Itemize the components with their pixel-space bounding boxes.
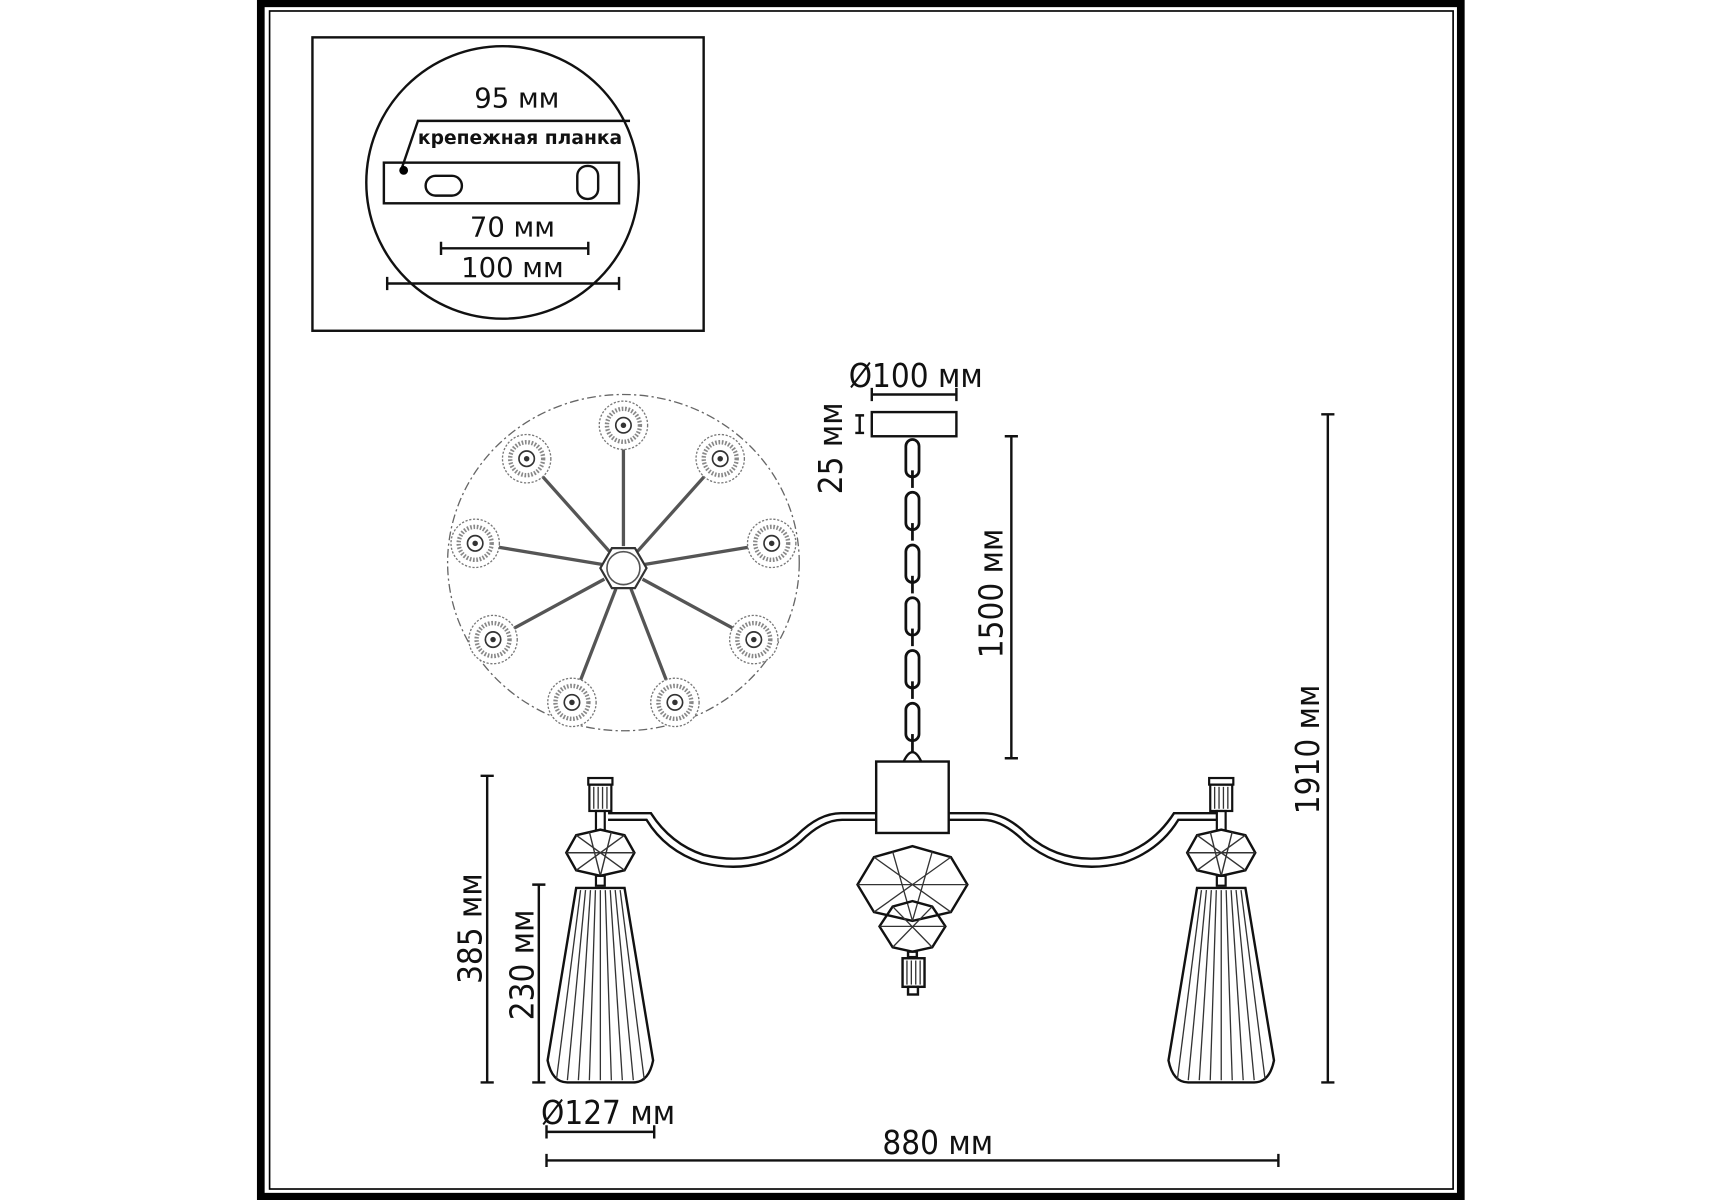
lamp-height-label: 385 мм xyxy=(451,873,490,984)
top-view-lamp xyxy=(746,518,797,569)
canopy xyxy=(870,410,958,438)
chain xyxy=(904,438,921,752)
arm-right xyxy=(948,811,1217,860)
top-view-lamp xyxy=(450,518,501,569)
bracket-slot-right xyxy=(576,164,600,201)
shade-diameter-label: Ø127 мм xyxy=(541,1093,675,1132)
bracket-slot-left xyxy=(424,174,464,197)
lamp-right xyxy=(1167,776,1276,1084)
mounting-bracket xyxy=(382,161,621,205)
top-view-lamp xyxy=(650,677,700,728)
bracket-label: крепежная планка xyxy=(418,128,622,149)
arm-left xyxy=(608,811,877,860)
chain-length-label: 1500 мм xyxy=(972,529,1011,659)
leader-dot xyxy=(399,165,409,175)
canopy-height-label: 25 мм xyxy=(811,402,850,494)
total-width-label: 880 мм xyxy=(882,1123,993,1162)
mounting-inset: 95 мм крепежная планка 70 мм 100 мм xyxy=(311,36,705,332)
total-height-label: 1910 мм xyxy=(1288,685,1327,815)
top-view-lamp xyxy=(598,400,649,451)
bracket-length-label: 95 мм xyxy=(474,84,559,115)
shade-height-label: 230 мм xyxy=(502,909,541,1020)
side-view: Ø100 мм 25 мм 1500 мм 1910 мм xyxy=(451,356,1335,1168)
canopy-diameter-inset-label: 100 мм xyxy=(461,253,564,284)
top-view xyxy=(446,393,800,732)
central-body xyxy=(874,760,950,835)
top-view-lamp xyxy=(501,433,552,484)
top-view-lamp xyxy=(695,433,746,484)
top-view-lamp xyxy=(468,614,518,665)
leader-line xyxy=(400,119,631,170)
inner-frame xyxy=(268,10,1454,1190)
outer-frame xyxy=(256,0,1465,1200)
lamp-left xyxy=(546,776,655,1084)
top-view-lamp xyxy=(728,614,779,665)
hole-spacing-label: 70 мм xyxy=(470,212,555,243)
top-view-lamp xyxy=(547,677,597,728)
center-pendant xyxy=(856,844,969,996)
canopy-diameter-label: Ø100 мм xyxy=(849,356,983,395)
canopy-circle xyxy=(365,44,641,320)
